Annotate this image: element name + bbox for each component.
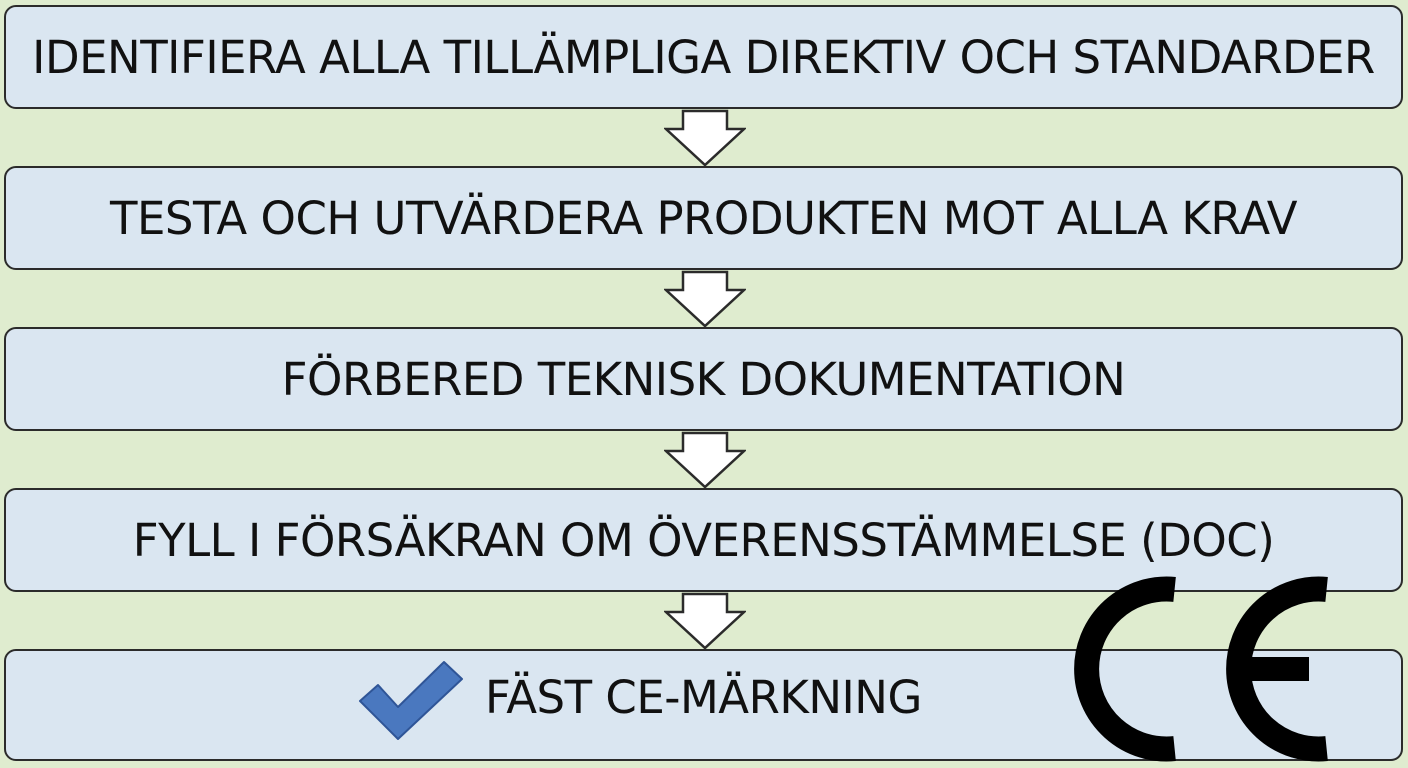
checkmark-icon	[359, 661, 463, 740]
down-arrow-icon	[664, 270, 746, 328]
step-4-box: FYLL I FÖRSÄKRAN OM ÖVERENSSTÄMMELSE (DO…	[4, 488, 1403, 592]
down-arrow-icon	[664, 109, 746, 167]
ce-mark-logo	[1074, 576, 1328, 762]
step-3-label: FÖRBERED TEKNISK DOKUMENTATION	[281, 352, 1126, 406]
step-1-box: IDENTIFIERA ALLA TILLÄMPLIGA DIREKTIV OC…	[4, 5, 1403, 109]
step-2-box: TESTA OCH UTVÄRDERA PRODUKTEN MOT ALLA K…	[4, 166, 1403, 270]
step-1-label: IDENTIFIERA ALLA TILLÄMPLIGA DIREKTIV OC…	[32, 30, 1375, 84]
down-arrow-icon	[664, 431, 746, 489]
down-arrow-icon	[664, 592, 746, 650]
step-4-label: FYLL I FÖRSÄKRAN OM ÖVERENSSTÄMMELSE (DO…	[132, 513, 1275, 567]
step-3-box: FÖRBERED TEKNISK DOKUMENTATION	[4, 327, 1403, 431]
step-5-label: FÄST CE-MÄRKNING	[485, 671, 922, 724]
step-2-label: TESTA OCH UTVÄRDERA PRODUKTEN MOT ALLA K…	[109, 191, 1298, 245]
